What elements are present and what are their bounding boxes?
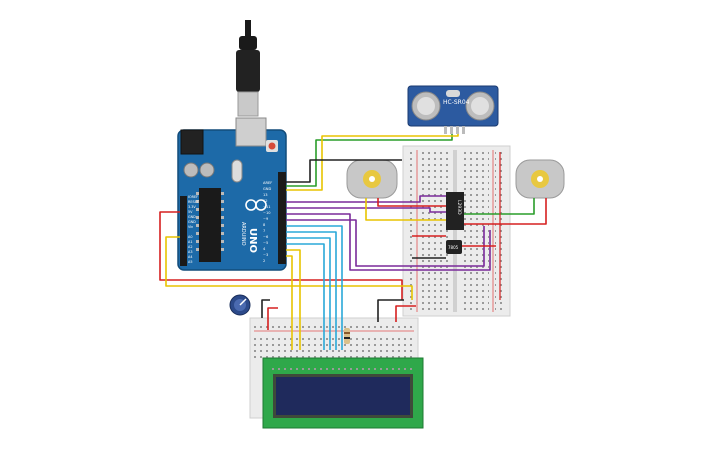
- arduino-uno-text: UNO: [247, 228, 258, 253]
- pin-label: AREF: [263, 181, 272, 185]
- pin-label: ~6: [263, 235, 269, 239]
- wires: [159, 134, 547, 350]
- motor-driver-ic: L293D: [446, 192, 464, 230]
- pin-label: ~3: [263, 253, 268, 257]
- pin-label: ~10: [263, 211, 271, 215]
- pin-label: A4: [188, 255, 192, 259]
- pin-label: A1: [188, 240, 192, 244]
- regulator-label: 7805: [448, 245, 459, 250]
- potentiometer-knob-icon[interactable]: [229, 294, 251, 316]
- pin-label: ~11: [263, 205, 271, 209]
- pin-label: 2: [263, 259, 265, 263]
- voltage-regulator: 7805: [446, 240, 462, 254]
- sensor-label: HC-SR04: [443, 99, 470, 106]
- usb-cable: [236, 20, 260, 117]
- pin-label: ~5: [263, 241, 268, 245]
- dc-motor-left: [346, 159, 398, 199]
- pin-label: GND: [188, 220, 196, 224]
- pin-label: 12: [263, 199, 268, 203]
- pin-label: A0: [188, 235, 192, 239]
- pin-label: A3: [188, 250, 192, 254]
- pin-label: A5: [188, 260, 192, 264]
- ic-label: L293D: [456, 200, 462, 215]
- pin-label: Vin: [188, 225, 193, 229]
- pin-label: GND: [188, 215, 196, 219]
- pin-label: 5V: [188, 210, 193, 214]
- resistor: [344, 328, 350, 344]
- pin-label: A2: [188, 245, 192, 249]
- pin-label: 3.3V: [188, 205, 196, 209]
- arduino-uno-board: AREF GND 13 12 ~11 ~10 ~9 8 7 ~6 ~5 4 ~3…: [177, 117, 287, 271]
- dc-motor-right: [515, 159, 565, 199]
- main-breadboard: [402, 145, 511, 317]
- pin-label: GND: [263, 187, 271, 191]
- lcd-display: [262, 357, 424, 429]
- pin-label: 7: [263, 229, 265, 233]
- pin-label: 13: [263, 193, 268, 197]
- ultrasonic-sensor: HC-SR04: [407, 85, 499, 134]
- pin-label: IOREF: [188, 195, 198, 199]
- pin-label: RESET: [188, 200, 200, 204]
- arduino-logo-icon: [245, 199, 267, 211]
- pin-label: 4: [263, 247, 266, 251]
- arduino-brand-text: ARDUINO: [240, 222, 246, 246]
- pin-label: 8: [263, 223, 266, 227]
- pin-label: ~9: [263, 217, 269, 221]
